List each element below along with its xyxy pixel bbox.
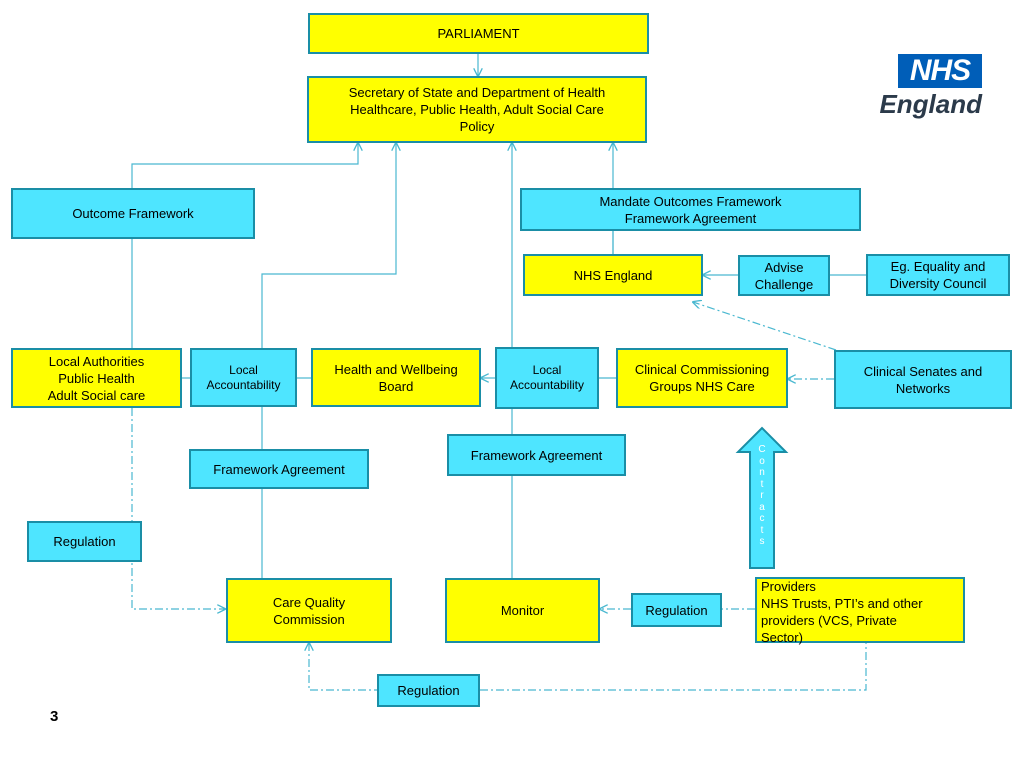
providers-line-3: providers (VCS, Private bbox=[761, 613, 897, 628]
connector-local-acc-1-secretary bbox=[261, 143, 396, 348]
regulation-middle-node: Regulation bbox=[631, 593, 722, 627]
cqc-line-2: Commission bbox=[273, 611, 345, 627]
senates-line-2: Networks bbox=[895, 380, 951, 396]
mandate-line-1: Mandate Outcomes Framework bbox=[599, 193, 782, 209]
local-accountability-right-line-2: Accountability bbox=[509, 378, 585, 392]
connector-dashed-cqc-regulation-bottom bbox=[309, 643, 377, 691]
hwb-line-1: Health and Wellbeing bbox=[334, 361, 458, 377]
connector-outcome-secretary bbox=[131, 143, 358, 188]
local-accountability-left-line-1: Local bbox=[229, 362, 258, 377]
cqc-line-1: Care Quality bbox=[272, 594, 346, 610]
contracts-arrow-label: C o n t r a c t s bbox=[752, 444, 772, 548]
local-accountability-left-node: Local Accountability bbox=[190, 348, 297, 407]
contracts-arrow bbox=[735, 426, 789, 569]
contracts-letter: o bbox=[759, 455, 765, 467]
providers-line-1: Providers bbox=[761, 579, 816, 594]
contracts-letter: a bbox=[759, 501, 765, 513]
regulation-bottom-node: Regulation bbox=[377, 674, 480, 707]
connector-dashed-local-authorities-cqc bbox=[131, 408, 225, 609]
local-accountability-left-line-2: Accountability bbox=[206, 377, 281, 392]
page-number: 3 bbox=[50, 708, 59, 725]
nhs-england-label: NHS England bbox=[573, 267, 653, 283]
framework-agreement-right-label: Framework Agreement bbox=[470, 447, 603, 463]
contracts-letter: n bbox=[759, 467, 765, 478]
local-authorities-node: Local Authorities Public Health Adult So… bbox=[11, 348, 182, 408]
parliament-node: PARLIAMENT bbox=[308, 13, 649, 54]
mandate-node: Mandate Outcomes Framework Framework Agr… bbox=[520, 188, 861, 231]
providers-node: Providers NHS Trusts, PTI’s and other pr… bbox=[755, 577, 965, 645]
contracts-letter: c bbox=[759, 513, 765, 524]
local-accountability-right-line-1: Local bbox=[532, 363, 562, 377]
regulation-left-label: Regulation bbox=[53, 534, 116, 549]
local-accountability-right-node: Local Accountability bbox=[495, 347, 599, 409]
advise-line-2: Challenge bbox=[754, 276, 814, 292]
ccg-line-1: Clinical Commissioning bbox=[634, 362, 770, 377]
connector-dashed-senates-nhs-england bbox=[693, 302, 837, 351]
equality-line-2: Diversity Council bbox=[889, 276, 987, 291]
advise-challenge-node: Advise Challenge bbox=[738, 255, 830, 296]
secretary-line-2: Healthcare, Public Health, Adult Social … bbox=[350, 102, 604, 117]
clinical-senates-node: Clinical Senates and Networks bbox=[834, 350, 1012, 409]
local-authorities-line-1: Local Authorities bbox=[48, 353, 145, 369]
framework-agreement-left-label: Framework Agreement bbox=[213, 461, 345, 477]
regulation-bottom-label: Regulation bbox=[397, 683, 460, 698]
senates-line-1: Clinical Senates and bbox=[863, 363, 983, 379]
local-authorities-line-3: Adult Social care bbox=[47, 387, 146, 403]
secretary-line-3: Policy bbox=[459, 119, 495, 134]
ccg-line-2: Groups NHS Care bbox=[649, 379, 755, 394]
nhs-england-logo: NHS England bbox=[870, 54, 986, 124]
outcome-framework-label: Outcome Framework bbox=[72, 206, 194, 221]
equality-diversity-node: Eg. Equality and Diversity Council bbox=[866, 254, 1010, 296]
equality-line-1: Eg. Equality and bbox=[890, 259, 986, 274]
secretary-line-1: Secretary of State and Department of Hea… bbox=[348, 85, 606, 100]
ccg-node: Clinical Commissioning Groups NHS Care bbox=[616, 348, 788, 408]
nhs-logo-badge: NHS bbox=[898, 54, 982, 88]
health-wellbeing-board-node: Health and Wellbeing Board bbox=[311, 348, 481, 407]
contracts-letter: C bbox=[758, 444, 766, 455]
regulation-middle-label: Regulation bbox=[645, 602, 708, 618]
framework-agreement-left-node: Framework Agreement bbox=[189, 449, 369, 489]
framework-agreement-right-node: Framework Agreement bbox=[447, 434, 626, 476]
contracts-letter: r bbox=[760, 490, 764, 501]
providers-line-4: Sector) bbox=[761, 630, 803, 645]
outcome-framework-node: Outcome Framework bbox=[11, 188, 255, 239]
connector-dashed-regulation-bottom-providers bbox=[480, 643, 867, 691]
contracts-letter: s bbox=[759, 536, 765, 547]
parliament-label: PARLIAMENT bbox=[437, 26, 520, 41]
monitor-node: Monitor bbox=[445, 578, 600, 643]
care-quality-commission-node: Care Quality Commission bbox=[226, 578, 392, 643]
monitor-label: Monitor bbox=[500, 603, 545, 618]
secretary-of-state-node: Secretary of State and Department of Hea… bbox=[307, 76, 647, 143]
nhs-england-node: NHS England bbox=[523, 254, 703, 296]
local-authorities-line-2: Public Health bbox=[58, 370, 135, 386]
mandate-line-2: Framework Agreement bbox=[624, 210, 757, 226]
advise-line-1: Advise bbox=[764, 259, 804, 275]
providers-line-2: NHS Trusts, PTI’s and other bbox=[761, 596, 923, 611]
nhs-logo-word: England bbox=[879, 89, 982, 119]
regulation-left-node: Regulation bbox=[27, 521, 142, 562]
hwb-line-2: Board bbox=[378, 378, 414, 394]
contracts-letter: t bbox=[760, 524, 764, 536]
contracts-letter: t bbox=[760, 478, 764, 490]
